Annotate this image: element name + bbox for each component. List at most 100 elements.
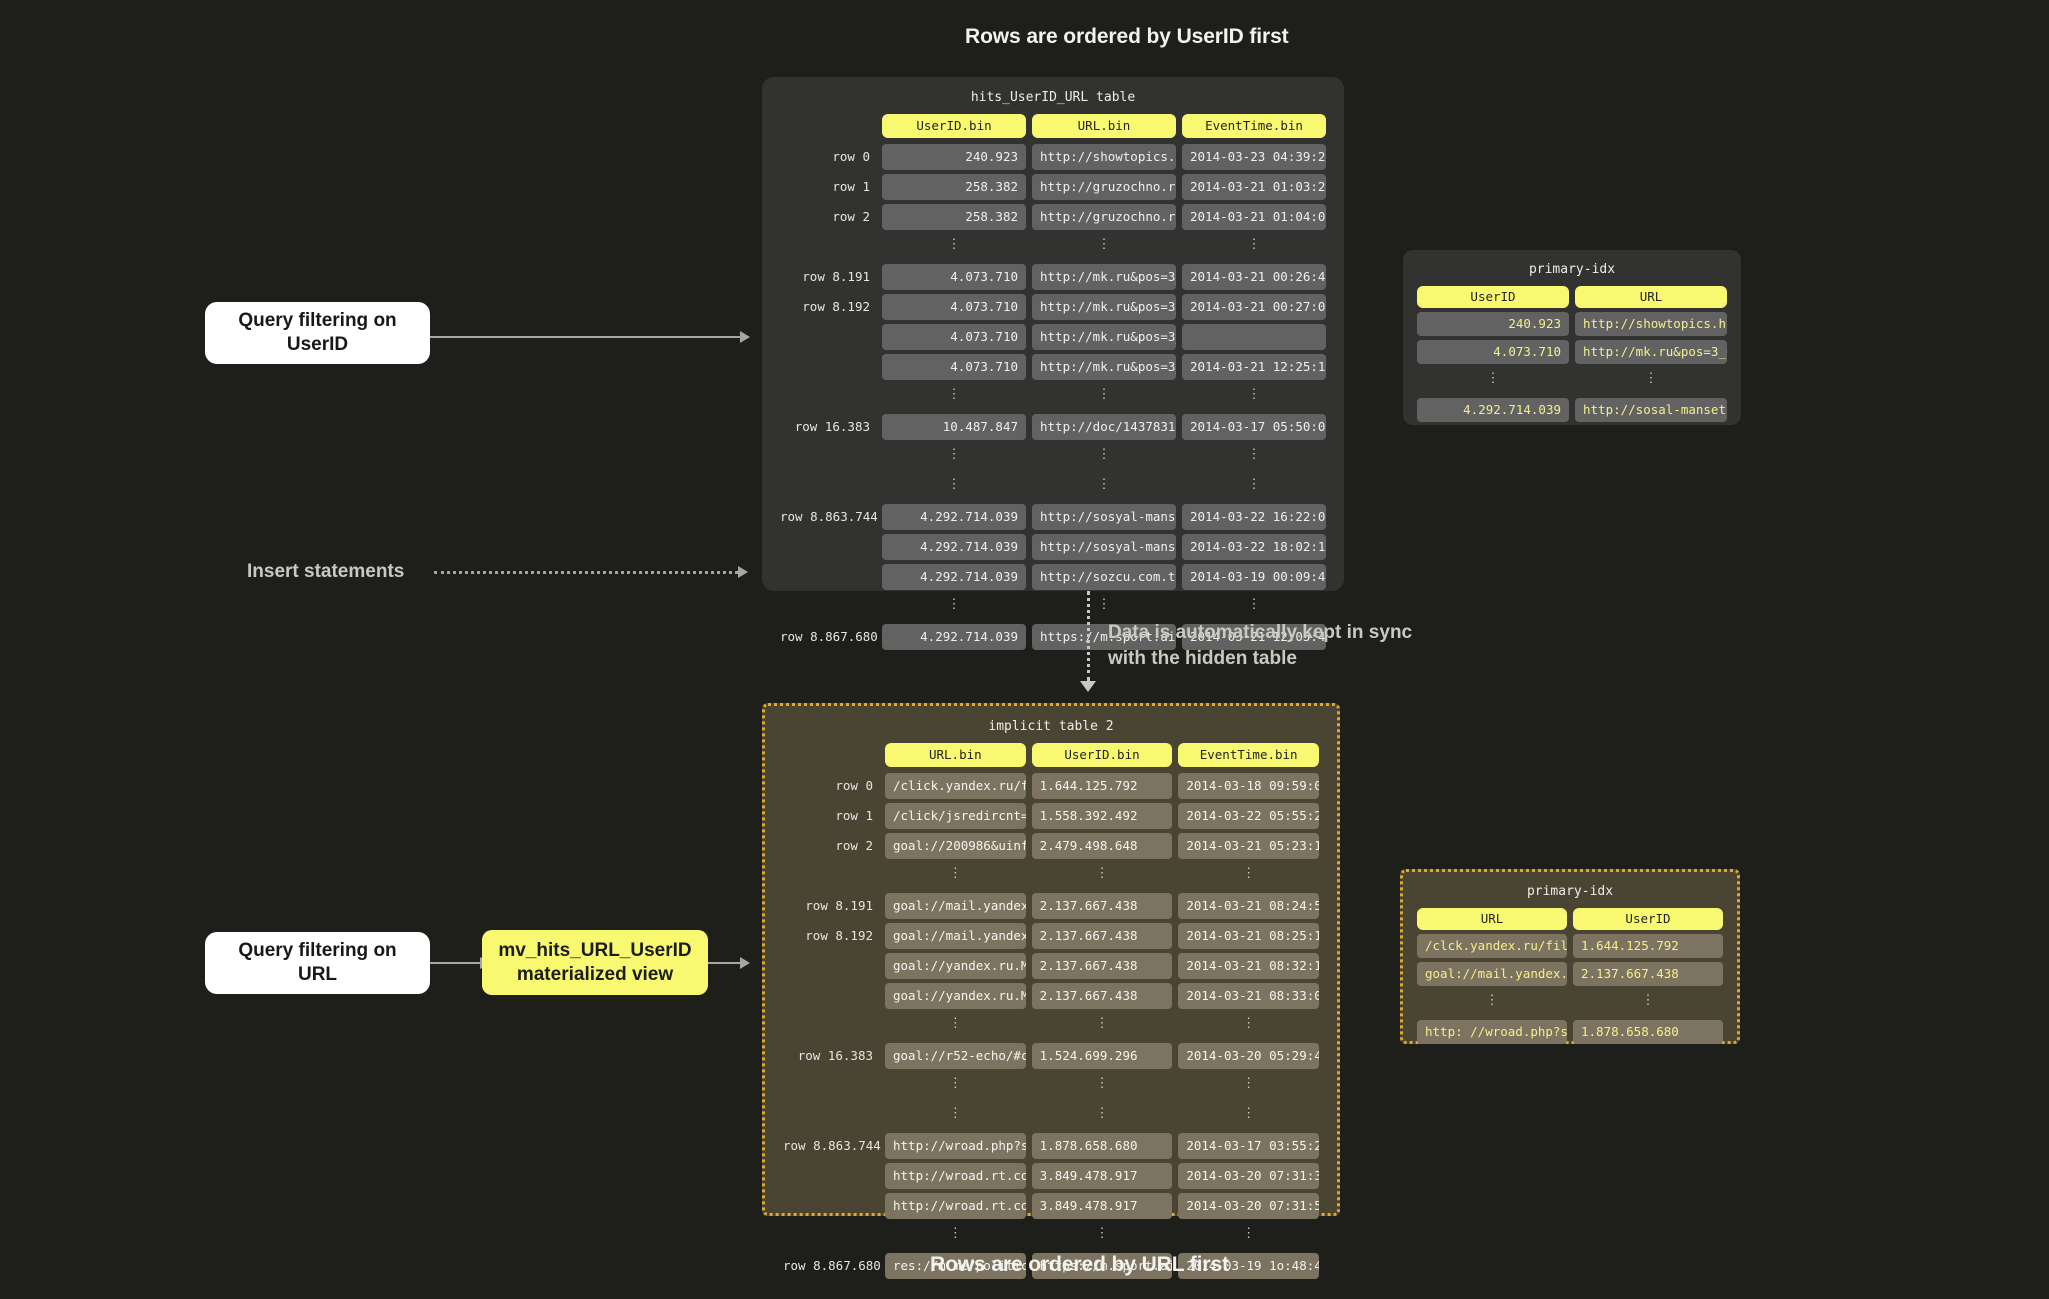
table-cell: goal://yandex.ru.Ma...: [885, 953, 1026, 979]
idx-cell: /clck.yandex.ru/file.com...: [1417, 934, 1567, 958]
row-label-empty: [780, 564, 876, 590]
row-label-empty: [783, 1163, 879, 1189]
ellipsis-cell: [1032, 234, 1176, 260]
ellipsis-cell: [1032, 1103, 1173, 1129]
row-label-empty: [780, 534, 876, 560]
idx-column-header-userid: UserID: [1417, 286, 1569, 308]
page-title-bottom: Rows are ordered by URL first: [930, 1253, 1229, 1276]
row-label: row 8.192: [805, 928, 873, 943]
table-cell: http://gruzochno.ru/ekat...: [1032, 174, 1176, 200]
ellipsis-cell: [1182, 474, 1326, 500]
table-cell: 2014-03-21 12:05:41: [1182, 624, 1326, 650]
table-cell: /click.yandex.ru/file.co ...: [885, 773, 1026, 799]
row-label-empty: [783, 1013, 879, 1039]
table-cell: 4.292.714.039: [882, 564, 1026, 590]
row-label: row 8.191: [802, 269, 870, 284]
insert-statements-label: Insert statements: [247, 561, 405, 582]
table-cell: 1.878.658.680: [1031, 1133, 1173, 1159]
idx-cell: 1.878.658.680: [1573, 1020, 1723, 1044]
table-cell: 2014-03-21 00:27:07: [1182, 294, 1326, 320]
idx-column-header-userid: UserID: [1573, 908, 1723, 930]
table-cell: 4.292.714.039: [882, 534, 1026, 560]
callout-query-filtering-url[interactable]: Query filtering on URL: [205, 932, 430, 994]
column-header-userid-bin: UserID.bin: [1031, 743, 1173, 767]
arrowhead-sync-down: [1080, 681, 1096, 692]
materialized-view-box[interactable]: mv_hits_URL_UserID materialized view: [482, 930, 708, 995]
row-label-empty: [780, 354, 876, 380]
row-label-empty: [783, 1223, 879, 1249]
ellipsis-cell: [1182, 444, 1326, 470]
table-cell: 258.382: [882, 204, 1026, 230]
row-label: row 2: [835, 838, 873, 853]
table-cell: 4.292.714.039: [882, 624, 1026, 650]
table-cell: 2.137.667.438: [1031, 893, 1173, 919]
ellipsis-cell: [882, 384, 1026, 410]
idx-cell: 2.137.667.438: [1573, 962, 1723, 986]
row-label-empty: [780, 444, 876, 470]
ellipsis-cell: [885, 1013, 1026, 1039]
row-label-empty: [783, 1103, 879, 1129]
ellipsis-cell: [885, 1223, 1026, 1249]
idx-ellipsis-cell: [1575, 368, 1727, 394]
table-cell: 258.382: [882, 174, 1026, 200]
table-cell: 2014-03-21 01:04:08: [1182, 204, 1326, 230]
table-cell: 2014-03-21 08:33:02: [1178, 983, 1319, 1009]
table-cell: http://mk.ru&pos=3_0: [1032, 264, 1176, 290]
table-cell: 3.849.478.917: [1031, 1193, 1173, 1219]
table-cell: http://wroad.rt.com/tr/...: [885, 1193, 1026, 1219]
table-cell: 4.292.714.039: [882, 504, 1026, 530]
ellipsis-cell: [1032, 1013, 1173, 1039]
row-label: row 16.383: [797, 1048, 873, 1063]
idx-cell: http://showtopics.html%3...: [1575, 312, 1727, 336]
table-cell: 2.137.667.438: [1031, 923, 1173, 949]
ellipsis-cell: [882, 594, 1026, 620]
mv-label-line-2: materialized view: [516, 963, 674, 985]
top-table-title: hits_UserID_URL table: [970, 90, 1136, 105]
callout-query-filtering-userid[interactable]: Query filtering on UserID: [205, 302, 430, 364]
table-cell: 2.137.667.438: [1031, 983, 1173, 1009]
row-label: row 8.863.744: [780, 509, 878, 524]
row-label: row 8.867.680: [780, 629, 878, 644]
idx-ellipsis-cell: [1573, 990, 1723, 1016]
table-cell: 2014-03-20 07:31:39: [1178, 1163, 1319, 1189]
table-cell: goal://mail.yandex.ru/Ma...: [885, 893, 1026, 919]
table-cell: http://sosyal-mansetleri...: [1032, 534, 1176, 560]
page-title-top: Rows are ordered by UserID first: [965, 25, 1289, 48]
table-cell: 2014-03-21 00:26:41: [1182, 264, 1326, 290]
table-cell: 2014-03-21 08:32:15: [1178, 953, 1319, 979]
table-cell: http://mk.ru&pos=3_0: [1032, 354, 1176, 380]
idx-ellipsis-cell: [1417, 368, 1569, 394]
column-header-url-bin: URL.bin: [885, 743, 1026, 767]
ellipsis-cell: [1032, 594, 1176, 620]
connector-mv-to-table: [708, 962, 740, 964]
sync-note-line-2: with the hidden table: [1108, 647, 1297, 669]
arrowhead-insert-statements: [738, 566, 748, 578]
ellipsis-cell: [1178, 863, 1319, 889]
table-cell: 240.923: [882, 144, 1026, 170]
table-cell: 2014-03-20 05:29:42: [1178, 1043, 1319, 1069]
table-cell: http://sozcu.com.tr/oaut: [1032, 564, 1176, 590]
table-cell: 2014-03-22 16:22:00: [1182, 504, 1326, 530]
table-cell: http://mk.ru&pos=3_0: [1032, 324, 1176, 350]
table-cell: 2014-03-20 07:31:54: [1178, 1193, 1319, 1219]
table-cell: http://wroad.rt.com/tr/...: [885, 1163, 1026, 1189]
table-cell: /click/jsredircnt=1395412...: [885, 803, 1026, 829]
idx-column-header-url: URL: [1575, 286, 1727, 308]
idx-cell: 4.073.710: [1417, 340, 1569, 364]
ellipsis-cell: [882, 444, 1026, 470]
table-cell: 1.644.125.792: [1031, 773, 1173, 799]
table-cell: 1.558.392.492: [1031, 803, 1173, 829]
table-cell: 4.073.710: [882, 324, 1026, 350]
row-label-empty: [780, 324, 876, 350]
table-cell: 4.073.710: [882, 354, 1026, 380]
row-label: row 8.191: [805, 898, 873, 913]
callout-query-url-label: Query filtering on URL: [238, 940, 397, 985]
ellipsis-cell: [1182, 384, 1326, 410]
table-cell: 2014-03-21 12:25:12: [1182, 354, 1326, 380]
table-cell: goal://yandex.ru.Ma...: [885, 983, 1026, 1009]
table-cell: 3.849.478.917: [1031, 1163, 1173, 1189]
row-label-empty: [780, 234, 876, 260]
